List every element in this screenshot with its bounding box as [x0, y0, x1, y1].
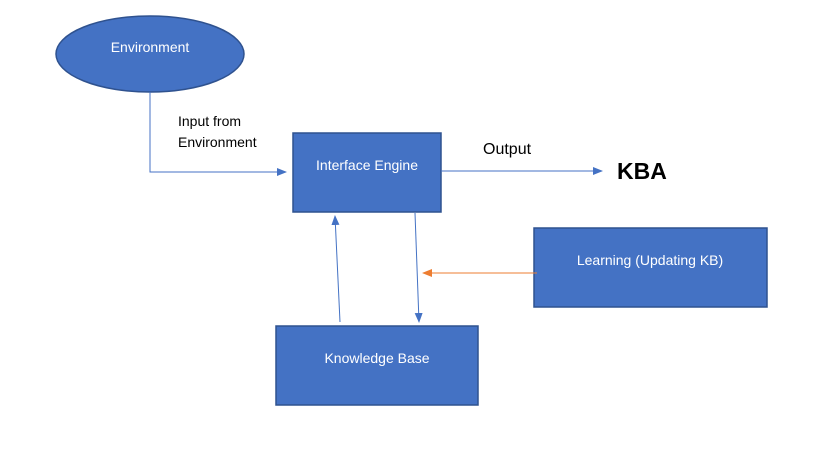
- kba-label: KBA: [617, 158, 667, 184]
- learning-node: Learning (Updating KB): [533, 227, 768, 308]
- engine-to-kb-connector: [414, 212, 423, 323]
- interface-engine-label: Interface Engine: [316, 157, 418, 173]
- learning-label: Learning (Updating KB): [577, 252, 723, 268]
- knowledge-base-label: Knowledge Base: [324, 350, 429, 366]
- learning-shape: [533, 227, 768, 308]
- interface-engine-shape: [292, 132, 442, 213]
- output-label: Output: [483, 141, 532, 158]
- environment-node: Environment: [55, 15, 245, 93]
- knowledge-base-shape: [275, 325, 479, 406]
- kb-to-engine-connector: [331, 215, 341, 323]
- input-label-line2: Environment: [178, 134, 257, 150]
- interface-engine-node: Interface Engine: [292, 132, 442, 213]
- environment-label: Environment: [111, 39, 190, 55]
- knowledge-base-node: Knowledge Base: [275, 325, 479, 406]
- input-label-line1: Input from: [178, 113, 241, 129]
- input-connector: [149, 92, 287, 176]
